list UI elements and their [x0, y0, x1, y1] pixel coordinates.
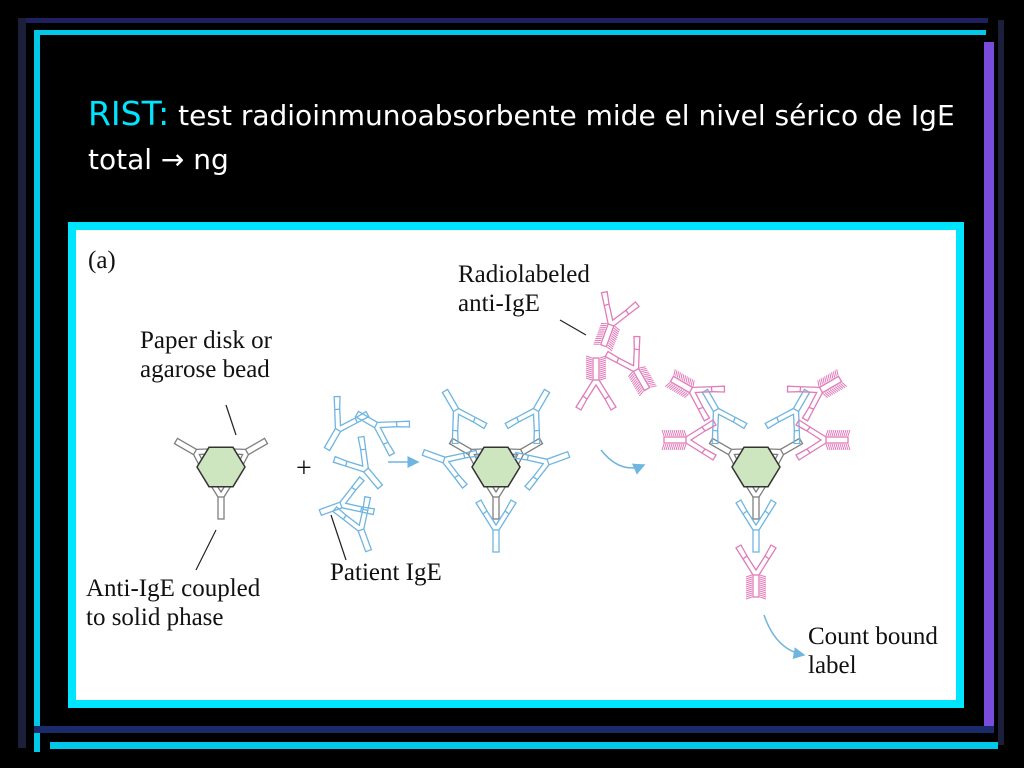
patient-ige-group	[318, 395, 411, 553]
free-patient-ige	[323, 395, 370, 452]
free-radiolabeled-anti-ige	[575, 355, 617, 411]
bead-with-bound-ige	[421, 388, 571, 553]
frame-bar-right-dark	[998, 20, 1004, 745]
free-radiolabeled-anti-ige	[593, 290, 640, 352]
bound-radiolabeled-anti-ige	[664, 369, 726, 422]
bound-patient-ige	[421, 448, 479, 489]
label-coupled: Anti-IgE coupled to solid phase	[86, 575, 261, 631]
title-lead: RIST:	[88, 94, 170, 133]
bead-with-bound-label	[661, 369, 851, 600]
bound-patient-ige	[441, 388, 488, 445]
bound-radiolabeled-anti-ige	[786, 369, 848, 422]
frame-bar-right-purple	[984, 42, 994, 732]
free-patient-ige	[332, 435, 384, 490]
panel-label: (a)	[88, 247, 116, 274]
label-radio: Radiolabeled anti-IgE	[458, 261, 590, 317]
title-rest: test radioinmunoabsorbente mide el nivel…	[88, 99, 955, 176]
figure-frame: (a) Paper disk or agarose bead Anti-IgE …	[68, 222, 964, 708]
label-patient: Patient IgE	[330, 559, 442, 586]
diagram-drawing	[173, 290, 851, 660]
bound-patient-ige	[701, 388, 748, 445]
bound-radiolabeled-anti-ige	[661, 419, 717, 461]
arrow-step-2	[600, 449, 646, 475]
bead-hexagon-1	[196, 446, 246, 488]
free-patient-ige	[332, 495, 373, 553]
bead-hexagon-3	[731, 446, 781, 488]
free-patient-ige	[354, 410, 411, 457]
frame-bar-top-light	[18, 18, 988, 23]
frame-bar-left-dark	[18, 18, 26, 748]
bound-radiolabeled-anti-ige	[735, 544, 777, 600]
pointer-patient	[330, 514, 347, 561]
bound-patient-ige	[475, 499, 517, 553]
pointer-bead	[225, 404, 237, 436]
bead-hexagon-2	[471, 446, 521, 488]
frame-bar-bottom-navy	[34, 726, 994, 733]
bound-patient-ige	[504, 388, 551, 445]
label-count: Count bound label	[808, 623, 938, 679]
plus-sign: +	[296, 453, 312, 484]
pointer-radio	[559, 319, 587, 336]
label-bead: Paper disk or agarose bead	[140, 327, 272, 383]
arrow-step-3	[763, 614, 806, 660]
bound-radiolabeled-anti-ige	[795, 419, 851, 461]
label-pointer-lines	[195, 319, 587, 571]
free-radiolabeled-anti-ige	[604, 335, 657, 397]
frame-bar-top-cyan	[34, 30, 986, 35]
pointer-coupled	[195, 529, 217, 571]
slide-title: RIST: test radioinmunoabsorbente mide el…	[88, 92, 968, 182]
rist-diagram: (a) Paper disk or agarose bead Anti-IgE …	[76, 230, 956, 700]
bead-with-anti-ige	[173, 437, 269, 520]
bound-patient-ige	[513, 450, 571, 491]
free-patient-ige	[318, 476, 376, 517]
bound-patient-ige	[735, 499, 777, 553]
frame-bar-left-cyan	[34, 30, 40, 752]
bound-patient-ige	[764, 388, 811, 445]
radiolabeled-anti-ige-group	[575, 290, 657, 411]
frame-bar-bottom-cyan	[50, 742, 998, 749]
process-arrows	[388, 449, 806, 660]
